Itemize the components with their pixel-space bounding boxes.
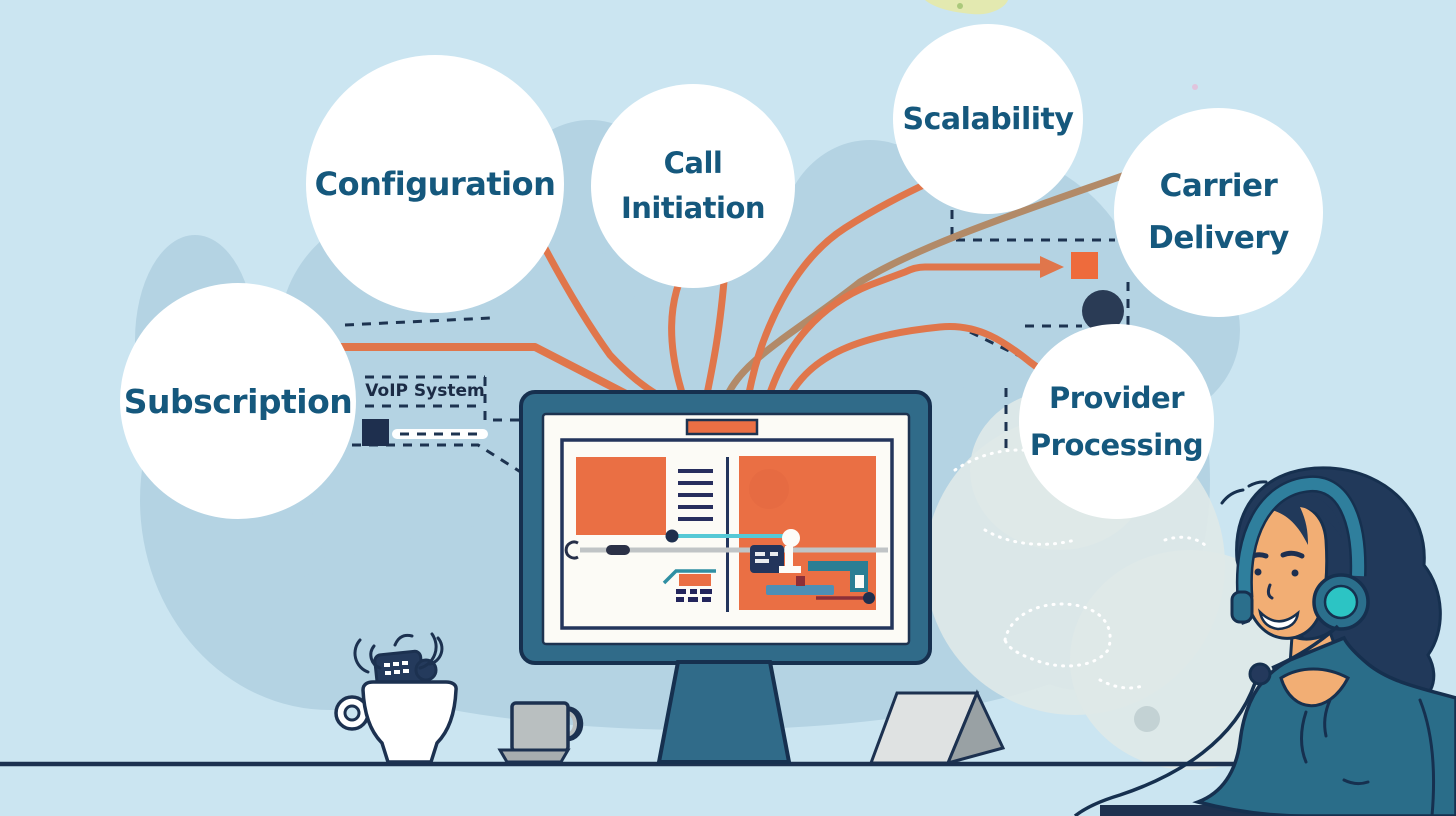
cable-call-2 — [702, 266, 729, 403]
screen-list-lines — [678, 469, 713, 521]
hair-accent-lines — [1220, 480, 1268, 505]
bubble-label: Delivery — [1148, 219, 1289, 256]
mic-boom — [1271, 624, 1340, 670]
bubble-label: Configuration — [314, 165, 556, 203]
bubble-subscription: Subscription — [120, 283, 356, 519]
screen-inner-border — [560, 438, 894, 630]
sound-waves — [353, 632, 444, 674]
headset-ear-cup-inner — [1323, 584, 1359, 620]
cable-scalability — [744, 178, 934, 403]
agent-chest — [1279, 667, 1351, 708]
voip-system-label: VoIP System — [365, 381, 485, 401]
bubble-label: Scalability — [902, 101, 1074, 137]
support-agent — [1073, 466, 1456, 816]
voip-node — [362, 419, 488, 446]
teacup — [497, 701, 584, 764]
card-stand — [868, 689, 1006, 766]
map-fragment-top — [925, 0, 1198, 90]
bubble-configuration: Configuration — [306, 55, 564, 313]
teacup-body — [510, 701, 570, 753]
bubble-label: Provider — [1048, 381, 1185, 416]
mic-cable — [1073, 682, 1257, 816]
screen-left-panel — [576, 457, 666, 535]
agent-smile — [1257, 608, 1300, 631]
agent-nose — [1266, 583, 1274, 600]
monitor-stand — [656, 660, 792, 764]
orange-node-square — [1071, 252, 1098, 279]
bubble-label: Carrier — [1159, 168, 1278, 205]
bubble-label: Subscription — [123, 381, 353, 421]
agent-eye-right — [1291, 569, 1299, 577]
headset — [1073, 475, 1370, 816]
mic — [1248, 662, 1272, 686]
screen-content — [564, 456, 888, 612]
cup-body — [361, 680, 458, 764]
navy-node-circle — [1082, 290, 1124, 332]
bubble-label: Processing — [1029, 427, 1204, 462]
headset-left-earpiece — [1230, 590, 1254, 624]
agent-eye-left — [1254, 568, 1262, 576]
arrow-head — [1040, 256, 1064, 278]
agent-body-creases — [1300, 698, 1435, 816]
bubble-call-initiation: Call Initiation — [591, 84, 795, 288]
coffee-cup-with-phone — [334, 632, 458, 764]
bubble-label: Call — [663, 146, 723, 181]
screen-pixel-text — [676, 589, 712, 602]
cable-provider — [784, 322, 1049, 403]
cable-arrow — [764, 263, 1044, 403]
dashed-connectors — [344, 210, 1130, 478]
saucer — [497, 748, 571, 764]
bubble-provider-processing: Provider Processing — [1019, 324, 1214, 519]
bubble-carrier-delivery: Carrier Delivery — [1114, 108, 1323, 317]
screen-orange-bar — [685, 418, 759, 436]
bubble-label: Initiation — [620, 191, 766, 225]
headset-band — [1238, 477, 1365, 599]
cable-subscription — [336, 343, 636, 401]
bubble-scalability: Scalability — [893, 24, 1083, 214]
monitor — [519, 390, 932, 665]
